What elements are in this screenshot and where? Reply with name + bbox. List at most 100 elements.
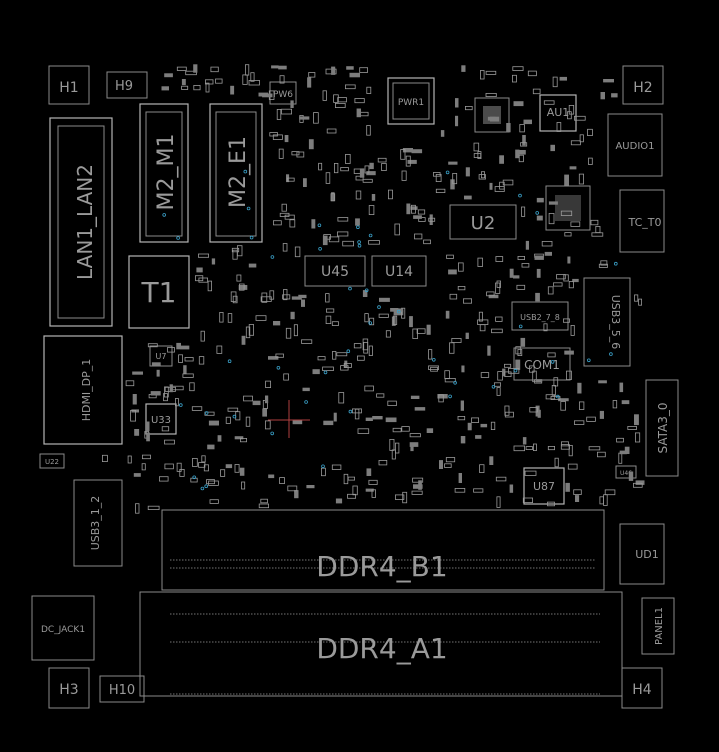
passive-components (102, 64, 645, 514)
label-au1: AU1 (547, 106, 570, 119)
passive (553, 282, 563, 287)
passive (231, 247, 240, 253)
passive (290, 100, 294, 108)
panel1-header: PANEL1 (641, 597, 675, 655)
passive (495, 316, 503, 322)
via (550, 360, 555, 364)
passive (325, 172, 331, 184)
passive (141, 454, 151, 460)
passive (552, 76, 558, 88)
passive (145, 421, 150, 432)
passive (486, 291, 495, 297)
passive (273, 321, 281, 326)
passive (291, 151, 300, 156)
passive (206, 479, 215, 485)
passive (368, 479, 378, 485)
passive (550, 144, 555, 152)
passive (346, 66, 354, 70)
label-dc-jack: DC_JACK1 (41, 625, 85, 635)
passive (292, 419, 303, 425)
via (227, 359, 232, 364)
passive (465, 167, 470, 177)
passive (428, 349, 433, 360)
label-u45: U45 (321, 264, 349, 280)
passive (513, 101, 524, 107)
passive (281, 108, 293, 115)
passive (275, 353, 284, 358)
passive (595, 225, 601, 233)
via (243, 169, 248, 174)
passive (554, 457, 559, 468)
passive (496, 387, 501, 396)
passive (190, 477, 198, 483)
via (270, 255, 275, 259)
passive (496, 280, 501, 288)
passive (204, 411, 215, 416)
via (204, 484, 209, 489)
via (445, 170, 450, 175)
passive (401, 170, 407, 181)
via (555, 394, 560, 399)
mount-hole-h10: H10 (99, 675, 145, 703)
passive (533, 443, 537, 451)
passive (227, 407, 239, 412)
passive (366, 468, 372, 476)
passive (323, 420, 334, 426)
passive (579, 401, 585, 410)
passive (457, 285, 466, 291)
via (356, 225, 360, 230)
passive (193, 85, 201, 91)
passive (322, 235, 328, 246)
passive (258, 503, 270, 509)
passive (236, 274, 242, 282)
passive (174, 398, 179, 407)
label-u2: U2 (471, 213, 496, 234)
passive (536, 268, 541, 278)
passive (353, 343, 362, 349)
passive (336, 352, 348, 357)
passive (169, 384, 173, 393)
passive (598, 380, 607, 384)
passive (570, 221, 581, 227)
passive (294, 246, 301, 258)
passive (176, 462, 182, 472)
passive (317, 356, 326, 361)
via (304, 400, 308, 404)
passive (418, 217, 426, 222)
passive (243, 395, 253, 402)
label-u22: U22 (45, 458, 59, 466)
passive (299, 116, 310, 120)
passive (394, 442, 400, 454)
passive (200, 330, 205, 342)
passive (600, 260, 608, 266)
hdmi-dp-connector: HDMI_DP_1 (43, 335, 123, 445)
passive (135, 503, 140, 514)
passive (283, 289, 288, 301)
passive (208, 420, 219, 426)
passive (451, 337, 462, 343)
passive (381, 163, 387, 171)
passive (635, 480, 645, 485)
passive (230, 85, 235, 95)
passive (532, 88, 541, 95)
passive (471, 417, 479, 423)
passive (342, 240, 355, 247)
label-panel1: PANEL1 (654, 607, 665, 645)
passive (560, 210, 573, 217)
passive (371, 489, 376, 498)
passive (521, 263, 530, 268)
passive (394, 494, 405, 500)
passive (568, 444, 573, 457)
label-u7: U7 (156, 352, 167, 361)
passive (227, 313, 233, 323)
passive (349, 72, 360, 78)
passive (385, 330, 391, 338)
passive (239, 467, 245, 476)
via (348, 286, 352, 291)
passive (550, 396, 561, 400)
passive (387, 400, 397, 407)
passive (352, 485, 358, 496)
passive (457, 262, 464, 272)
passive (344, 360, 348, 368)
passive (262, 408, 267, 417)
